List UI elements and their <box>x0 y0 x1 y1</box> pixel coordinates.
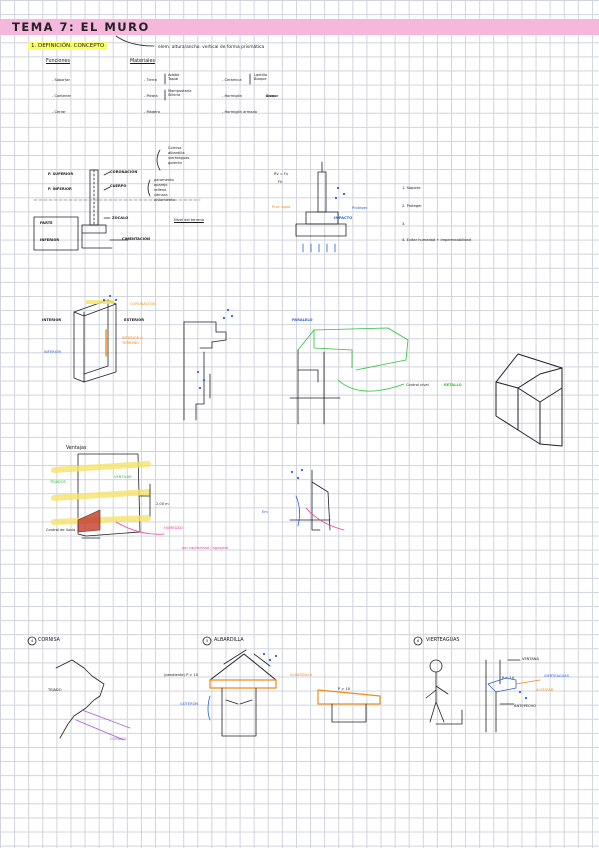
label-zocalo: ZÓCALO <box>112 216 129 220</box>
materials-heading: Materiales <box>130 59 155 64</box>
label-nivel-terreno: Nivel del terreno <box>174 218 204 222</box>
label-em: Em <box>262 510 268 514</box>
label-parte: PARTE <box>40 221 53 225</box>
label-interior: INTERIOR <box>42 318 62 322</box>
label-coronacion: CORONACIÓN <box>110 170 138 174</box>
label-exterior: EXTERIOR <box>124 318 145 322</box>
side-list-item: 3. <box>402 222 406 226</box>
vierteaguas-sketch <box>425 659 541 733</box>
label-capilaridad: por capilaridad / aguajero <box>182 546 229 550</box>
label-ventana: VENTANA <box>522 657 539 661</box>
label-ventilar: VENTILAR <box>114 475 132 479</box>
material-item: - Hormigón armado <box>222 110 257 114</box>
num-circle-5 <box>202 636 212 646</box>
label-cornisa: CORNISA <box>110 737 127 741</box>
wall-parts-diagram <box>33 149 201 251</box>
label-humedad: HÚMEDAD <box>164 526 183 530</box>
label-force-rv: Rv = Fv <box>274 172 289 176</box>
side-list-item: 2. Proteger <box>402 204 422 208</box>
label-pendiente: (pendiente) P > 10 <box>164 673 199 677</box>
label-coronacion-2: CORONACIÓN <box>130 302 155 306</box>
num-4: 4 <box>31 639 34 643</box>
albardilla-sketch <box>207 649 381 737</box>
label-albardilla-heading: ALBARDILLA <box>214 638 244 643</box>
label-interior-terreno: INTERIOR O TERRENO <box>122 336 144 345</box>
label-control-lluvia: Control de lluvia <box>46 528 76 532</box>
label-vierteaguas-heading: VIERTEAGUAS <box>426 638 460 643</box>
material-detail: Ladrillo Bloque <box>254 73 268 81</box>
side-list-item: 4. Evitar humedad + impermeabilidad <box>402 238 471 242</box>
label-cimentacion: CIMENTACIÓN <box>122 237 151 241</box>
function-item: - Cerrar <box>52 110 66 114</box>
pillar-sketch <box>495 353 563 447</box>
label-cuerpo: CUERPO <box>110 184 127 188</box>
label-tejados: TEJADOS <box>50 480 66 484</box>
material-item: - Piedra <box>144 94 158 98</box>
label-vierteaguas: VIERTEAGUAS <box>544 674 570 678</box>
moisture-diagram <box>289 469 345 531</box>
function-item: - Soportar <box>52 78 70 82</box>
label-inferior: INFERIOR <box>40 238 60 242</box>
definition-text: elem. altura/ancho. vertical de forma pr… <box>158 45 265 50</box>
forces-diagram <box>295 161 347 253</box>
label-paralelo: PARALELO <box>292 318 313 322</box>
cornisa-sketch <box>55 659 131 741</box>
page-title: TEMA 7: EL MURO <box>12 20 150 34</box>
label-proteger: Proteger <box>352 206 368 210</box>
material-item: - Hormigón <box>222 94 243 98</box>
section-subtitle: 1. DEFINICIÓN. CONCEPTO <box>28 42 108 50</box>
material-item: - Cerámica <box>222 78 242 82</box>
title-band <box>0 19 599 35</box>
coping-sketch <box>183 321 227 421</box>
material-detail: Mampostería Sillería <box>168 89 192 97</box>
label-tejado: TEJADO <box>48 688 62 692</box>
material-detail: Adobe Tapial <box>168 73 180 81</box>
rain-drops <box>102 186 528 700</box>
label-force-fh: Fh <box>278 180 283 184</box>
label-p-superior: P. SUPERIOR <box>48 172 74 176</box>
num-circle-6 <box>413 636 423 646</box>
label-cornisa-heading: CORNISA <box>38 638 60 643</box>
paralelo-sketch <box>289 327 409 425</box>
ventilated-wall-sketch <box>51 453 165 539</box>
wall-exterior-sketch <box>73 299 117 383</box>
label-dimension: 2,00 m <box>156 502 169 506</box>
num-5: 5 <box>206 639 209 643</box>
material-item: - Madera <box>144 110 160 114</box>
label-prot-agua: Prot. agua <box>272 205 291 209</box>
num-circle-4 <box>27 636 37 646</box>
definition-arrow <box>115 35 155 47</box>
num-6: 6 <box>417 639 420 643</box>
label-control-nivel: Control nivel <box>406 383 429 387</box>
material-item: - Tierra <box>144 78 157 82</box>
label-p10: P > 10 <box>338 687 351 691</box>
side-list-item: 1. Soporte <box>402 186 421 190</box>
label-p-inferior: P. INFERIOR <box>48 187 72 191</box>
label-goteron: GOTERÓN <box>180 702 199 706</box>
function-item: - Contener <box>52 94 72 98</box>
label-impacto: IMPACTO <box>334 216 353 220</box>
label-antepecho: ANTEPECHO <box>514 704 537 708</box>
label-ventajas: Ventajas <box>66 446 87 451</box>
label-alfeizar: ALFÉIZAR <box>536 688 554 692</box>
label-retallo: RETALLO <box>444 383 462 387</box>
label-albardilla: ALBARDILLA <box>290 673 313 677</box>
label-inferior-2: INFERIOR <box>44 350 61 354</box>
functions-heading: Funciones <box>46 59 70 64</box>
